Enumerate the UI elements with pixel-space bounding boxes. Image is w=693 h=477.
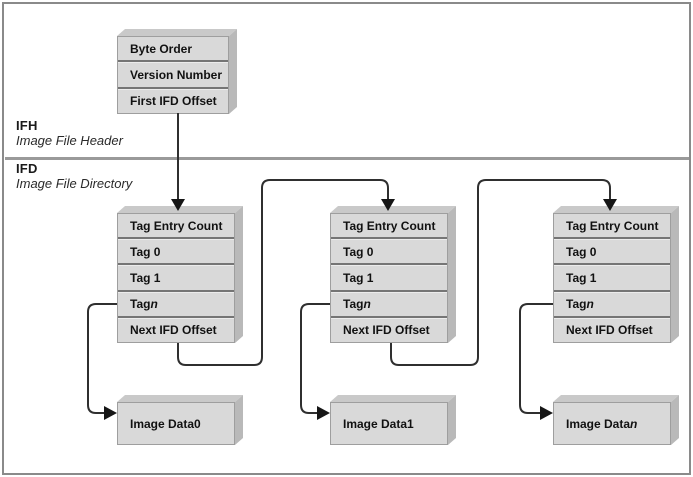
tag-n-variable: n: [150, 297, 158, 312]
image-data-1-row: Image Data 1: [331, 403, 447, 444]
image-data-box-n: Image Data n: [553, 402, 671, 445]
tag-0-label: Tag 0: [130, 244, 161, 259]
next-ifd-offset-label: Next IFD Offset: [130, 323, 217, 338]
tag-0-row: Tag 0: [554, 239, 670, 266]
tag-n-prefix: Tag: [130, 297, 151, 312]
tag-entry-count-label: Tag Entry Count: [130, 218, 223, 233]
image-data-n-row: Image Data n: [554, 403, 670, 444]
ifd-box-2: Tag Entry Count Tag 0 Tag 1 Tag n Next I…: [553, 213, 671, 343]
next-ifd-offset-row: Next IFD Offset: [554, 317, 670, 342]
section-divider: [5, 157, 689, 160]
tag-1-label: Tag 1: [130, 271, 161, 285]
image-data-1-index: 1: [407, 416, 414, 431]
tag-entry-count-label: Tag Entry Count: [566, 218, 659, 233]
tag-n-row: Tag n: [331, 291, 447, 318]
image-data-n-prefix: Image Data: [566, 416, 631, 431]
image-data-n-index: n: [630, 416, 638, 431]
tag-n-row: Tag n: [554, 291, 670, 318]
tag-1-row: Tag 1: [118, 265, 234, 292]
ifd-abbreviation: IFD: [16, 161, 38, 176]
version-number-row: Version Number: [118, 62, 228, 89]
section-label-ifd: IFD Image File Directory: [16, 161, 132, 191]
tag-0-row: Tag 0: [118, 239, 234, 266]
tag-entry-count-row: Tag Entry Count: [118, 214, 234, 240]
tag-n-variable: n: [586, 297, 594, 312]
ifh-abbreviation: IFH: [16, 118, 38, 133]
ifd-box-1: Tag Entry Count Tag 0 Tag 1 Tag n Next I…: [330, 213, 448, 343]
tag-0-label: Tag 0: [343, 244, 374, 259]
tag-1-row: Tag 1: [554, 265, 670, 292]
tag-n-prefix: Tag: [566, 297, 587, 312]
next-ifd-offset-row: Next IFD Offset: [118, 317, 234, 342]
image-data-0-prefix: Image Data: [130, 416, 195, 431]
version-number-label: Version Number: [130, 67, 223, 82]
ifd-box-0: Tag Entry Count Tag 0 Tag 1 Tag n Next I…: [117, 213, 235, 343]
next-ifd-offset-row: Next IFD Offset: [331, 317, 447, 342]
ifh-name: Image File Header: [16, 133, 123, 148]
tag-entry-count-row: Tag Entry Count: [554, 214, 670, 240]
first-ifd-offset-row: First IFD Offset: [118, 88, 228, 113]
tag-0-row: Tag 0: [331, 239, 447, 266]
tag-1-row: Tag 1: [331, 265, 447, 292]
next-ifd-offset-label: Next IFD Offset: [343, 323, 430, 338]
tag-1-label: Tag 1: [566, 271, 597, 285]
tag-1-label: Tag 1: [343, 271, 374, 285]
ifd-name: Image File Directory: [16, 176, 133, 191]
next-ifd-offset-label: Next IFD Offset: [566, 323, 653, 338]
section-label-ifh: IFH Image File Header: [16, 118, 123, 148]
byte-order-label: Byte Order: [130, 41, 193, 56]
tag-entry-count-row: Tag Entry Count: [331, 214, 447, 240]
first-ifd-offset-label: First IFD Offset: [130, 94, 217, 109]
image-data-box-1: Image Data 1: [330, 402, 448, 445]
image-data-box-0: Image Data 0: [117, 402, 235, 445]
tag-n-variable: n: [363, 297, 371, 312]
image-data-1-prefix: Image Data: [343, 416, 408, 431]
tag-0-label: Tag 0: [566, 244, 597, 259]
image-data-0-index: 0: [194, 416, 201, 431]
tag-entry-count-label: Tag Entry Count: [343, 218, 436, 233]
image-data-0-row: Image Data 0: [118, 403, 234, 444]
tag-n-prefix: Tag: [343, 297, 364, 312]
tag-n-row: Tag n: [118, 291, 234, 318]
byte-order-row: Byte Order: [118, 37, 228, 63]
header-box: Byte Order Version Number First IFD Offs…: [117, 36, 229, 114]
